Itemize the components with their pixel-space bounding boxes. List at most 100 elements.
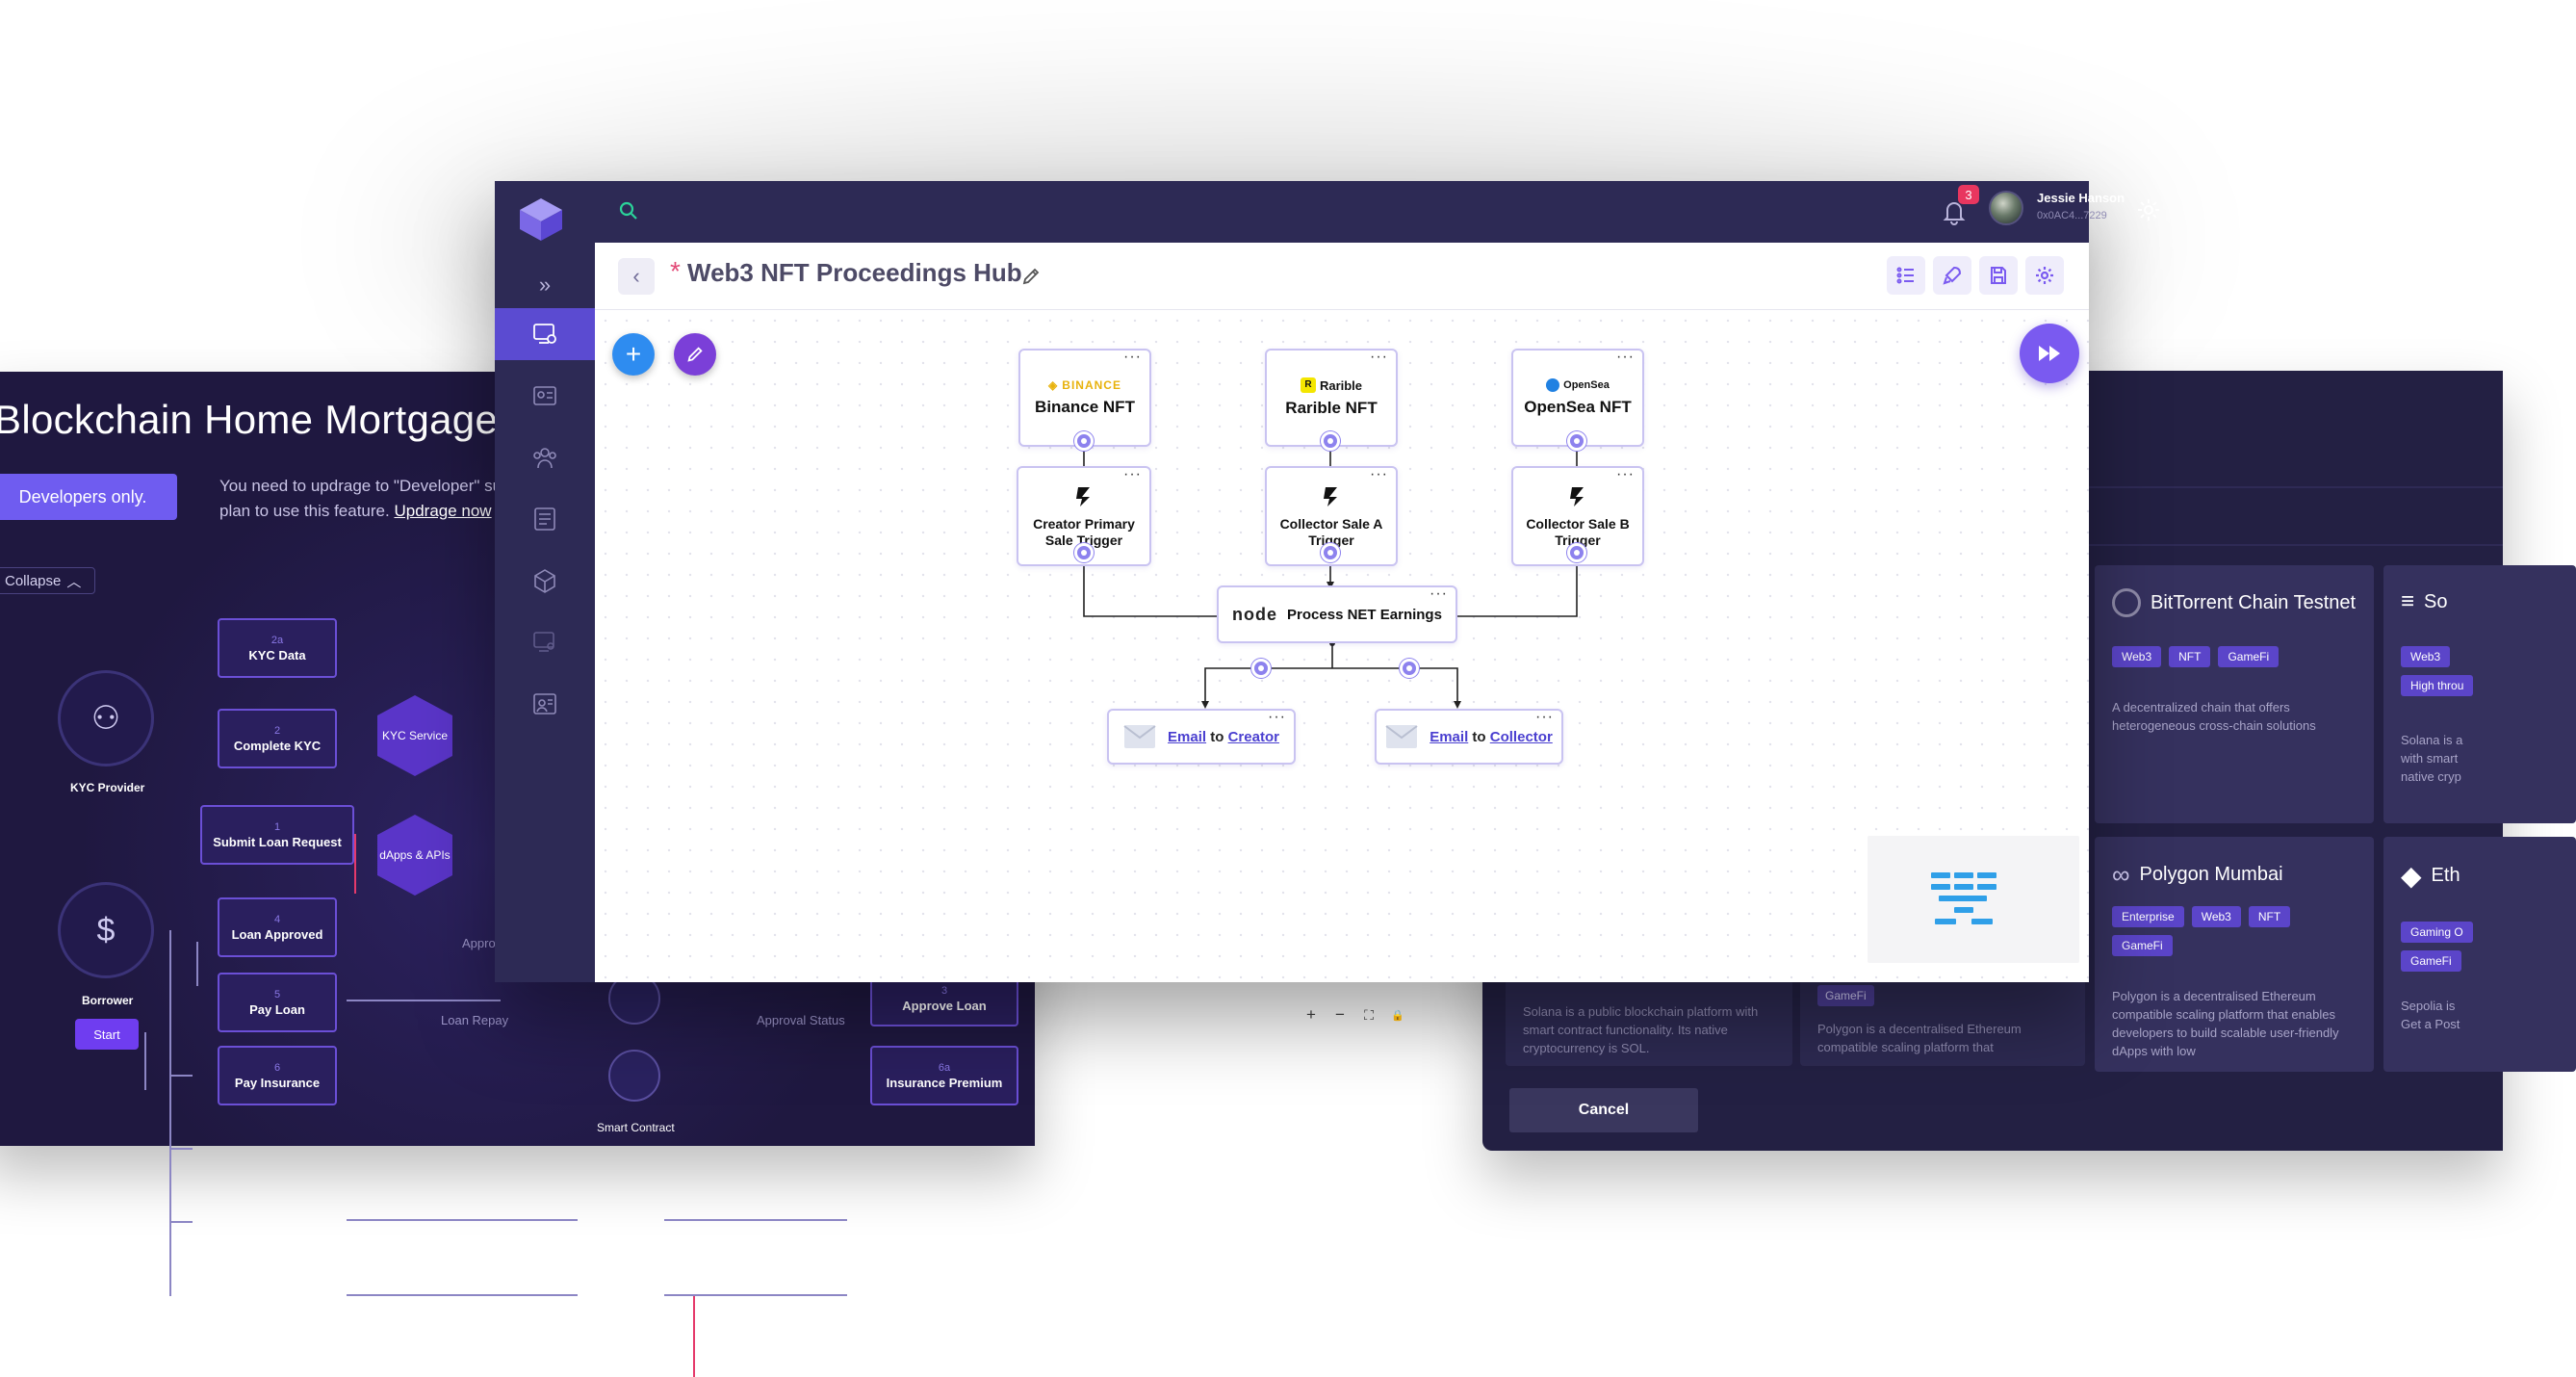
- tag-list: Enterprise Web3 NFT GameFi: [2112, 906, 2305, 956]
- zoom-in-button[interactable]: +: [1306, 1005, 1316, 1024]
- chain-card-ethereum[interactable]: ◆Eth Gaming O GameFi Sepolia is Get a Po…: [2383, 837, 2576, 1072]
- cube-icon: [534, 569, 555, 593]
- save-button[interactable]: [1979, 256, 2018, 295]
- expand-sidebar-icon[interactable]: »: [538, 273, 552, 297]
- deploy-button[interactable]: [1933, 256, 1971, 295]
- card-title: ◆Eth: [2401, 860, 2460, 892]
- flow-settings-button[interactable]: [2025, 256, 2064, 295]
- node-email-collector[interactable]: ··· Email to Collector: [1375, 709, 1563, 765]
- node-connector[interactable]: [1400, 659, 1419, 678]
- fit-view-button[interactable]: ⛶: [1364, 1006, 1374, 1023]
- smart-contract-label: Smart Contract: [597, 1121, 675, 1134]
- start-button[interactable]: Start: [75, 1019, 139, 1050]
- sidebar-item-settings-monitor[interactable]: [495, 616, 595, 668]
- kyc-service-hexagon[interactable]: KYC Service: [377, 695, 452, 776]
- node-menu-icon[interactable]: ···: [1616, 349, 1635, 365]
- card-title-text: BitTorrent Chain Testnet: [2151, 591, 2357, 613]
- back-button[interactable]: ‹: [618, 258, 655, 295]
- email-action-link[interactable]: Email: [1430, 728, 1469, 745]
- top-bar: 3 Jessie Hanson 0x0AC4...7229: [595, 181, 2159, 243]
- list-view-button[interactable]: [1887, 256, 1925, 295]
- node-menu-icon[interactable]: ···: [1370, 349, 1388, 365]
- kyc-provider-icon: ⚇: [58, 670, 154, 766]
- dapps-apis-hexagon[interactable]: dApps & APIs: [377, 815, 452, 896]
- node-menu-icon[interactable]: ···: [1616, 466, 1635, 482]
- node-opensea-nft[interactable]: ··· OpenSea OpenSea NFT: [1511, 349, 1644, 447]
- envelope-icon: [1385, 725, 1418, 748]
- chain-card-bittorrent[interactable]: BitTorrent Chain Testnet Web3 NFT GameFi…: [2095, 565, 2374, 823]
- sidebar-item-blocks[interactable]: [495, 555, 595, 607]
- node-connector[interactable]: [1074, 431, 1094, 451]
- canvas-minimap[interactable]: [1868, 836, 2079, 963]
- sidebar-item-team[interactable]: [495, 431, 595, 483]
- edit-mode-button[interactable]: [674, 333, 716, 376]
- run-flow-button[interactable]: [2020, 324, 2079, 383]
- avatar[interactable]: [1989, 191, 2023, 225]
- tag: NFT: [2248, 906, 2291, 927]
- sidebar-item-documents[interactable]: [495, 493, 595, 545]
- node-label: Binance NFT: [1035, 398, 1135, 416]
- chain-card-solana[interactable]: ≡So Web3 High throu Solana is a with sma…: [2383, 565, 2576, 823]
- tag-list: Web3 High throu: [2401, 646, 2516, 696]
- lock-canvas-button[interactable]: 🔒: [1391, 1009, 1404, 1022]
- gear-icon[interactable]: [2133, 195, 2164, 225]
- search-icon[interactable]: [616, 198, 641, 223]
- edge: [169, 1075, 193, 1077]
- add-node-button[interactable]: +: [612, 333, 655, 376]
- developers-only-button[interactable]: Developers only.: [0, 474, 177, 520]
- node-label: Process NET Earnings: [1287, 606, 1442, 623]
- chain-card-polygon-detail[interactable]: GameFi Polygon is a decentralised Ethere…: [1800, 979, 2085, 1066]
- node-connector[interactable]: [1074, 543, 1094, 562]
- cancel-button[interactable]: Cancel: [1509, 1088, 1698, 1132]
- tag: Web3: [2191, 906, 2241, 927]
- node-menu-icon[interactable]: ···: [1123, 349, 1142, 365]
- node-label: Pay Insurance: [234, 1075, 321, 1090]
- recipient-link[interactable]: Collector: [1489, 728, 1553, 745]
- collapse-button[interactable]: Collapse︿: [0, 567, 96, 594]
- node-menu-icon[interactable]: ···: [1370, 466, 1388, 482]
- flow-title-bar: ‹ * Web3 NFT Proceedings Hub: [595, 243, 2089, 310]
- node-menu-icon[interactable]: ···: [1268, 709, 1286, 725]
- node-menu-icon[interactable]: ···: [1430, 585, 1448, 602]
- node-collector-sale-b-trigger[interactable]: ··· Collector Sale B Trigger: [1511, 466, 1644, 566]
- sidebar-item-users[interactable]: [495, 678, 595, 730]
- upgrade-link[interactable]: Updrage now: [394, 502, 492, 520]
- email-action-link[interactable]: Email: [1168, 728, 1207, 745]
- recipient-link[interactable]: Creator: [1227, 728, 1279, 745]
- zoom-out-button[interactable]: −: [1335, 1005, 1345, 1024]
- node-email-creator[interactable]: ··· Email to Creator: [1107, 709, 1296, 765]
- node-binance-nft[interactable]: ··· ◈ BINANCE Binance NFT: [1018, 349, 1151, 447]
- edge: [664, 1294, 847, 1296]
- edge: [347, 1219, 578, 1221]
- node-connector[interactable]: [1567, 431, 1586, 451]
- chain-card-polygon-mumbai[interactable]: ∞Polygon Mumbai Enterprise Web3 NFT Game…: [2095, 837, 2374, 1072]
- edit-title-icon[interactable]: [1020, 266, 1042, 287]
- node-connector[interactable]: [1321, 543, 1340, 562]
- opensea-logo-icon: OpenSea: [1546, 378, 1610, 392]
- app-logo-icon[interactable]: [516, 195, 566, 245]
- node-connector[interactable]: [1321, 431, 1340, 451]
- sidebar-item-flows[interactable]: [495, 308, 595, 360]
- chain-card-solana-detail[interactable]: Solana is a public blockchain platform w…: [1506, 979, 1792, 1066]
- minimap-node: [1977, 872, 1996, 878]
- edge: [347, 1000, 501, 1001]
- node-menu-icon[interactable]: ···: [1123, 466, 1142, 482]
- node-connector[interactable]: [1251, 659, 1271, 678]
- node-menu-icon[interactable]: ···: [1535, 709, 1554, 725]
- node-creator-primary-sale-trigger[interactable]: ··· Creator Primary Sale Trigger: [1017, 466, 1151, 566]
- envelope-icon: [1123, 725, 1156, 748]
- node-process-net-earnings[interactable]: ··· node Process NET Earnings: [1217, 585, 1457, 643]
- email-to-text: to: [1210, 728, 1224, 745]
- sidebar-item-cards[interactable]: [495, 370, 595, 422]
- node-connector[interactable]: [1567, 543, 1586, 562]
- notification-bell-icon[interactable]: [1939, 196, 1970, 227]
